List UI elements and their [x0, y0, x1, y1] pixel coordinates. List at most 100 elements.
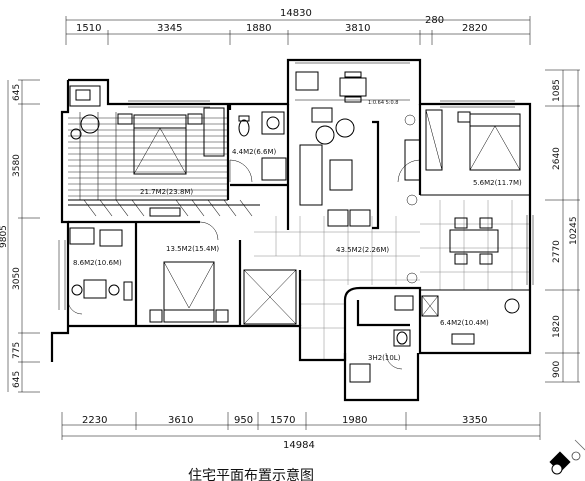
wardrobe: [425, 109, 443, 171]
wash-basin: [261, 111, 285, 135]
sofa: [299, 144, 323, 206]
overall-width-bottom: 14984: [283, 440, 315, 451]
study-table: [83, 279, 107, 299]
corridor-cabinet: [149, 207, 181, 217]
dim-left-3: 3050: [12, 267, 22, 290]
room-area-master: 21.7M2(23.8M): [140, 188, 193, 196]
room-area-study: 8.6M2(10.6M): [73, 259, 122, 267]
dim-top-3: 1880: [246, 23, 271, 34]
room-area-bedroom3: 13.5M2(15.4M): [166, 245, 219, 253]
bathroom-1: [238, 111, 287, 181]
dining: [449, 217, 499, 265]
nightstand: [117, 113, 133, 125]
windows: [58, 62, 534, 310]
toilet: [393, 329, 411, 347]
master-bedroom: [69, 85, 225, 217]
room-area-bath1: 4.4M2(6.6M): [232, 148, 277, 156]
dim-bottom-5: 1980: [342, 415, 367, 426]
bedroom-3: [149, 261, 297, 325]
nightstand: [215, 309, 229, 323]
chair: [479, 253, 493, 265]
dim-left-1: 645: [12, 84, 22, 101]
plant-icon: [406, 194, 418, 206]
dim-right-1: 1085: [552, 79, 562, 102]
chair: [108, 284, 120, 296]
dim-top-4: 3810: [345, 23, 370, 34]
side-chair: [335, 118, 355, 138]
sink: [394, 295, 414, 311]
dim-left-5: 645: [12, 371, 22, 388]
dim-right-3: 2770: [552, 240, 562, 263]
side-chair: [315, 125, 335, 145]
top-dimension-chain: 14830 1510 3345 1880 3810 280 2820: [65, 8, 531, 45]
armchair: [327, 209, 349, 227]
dim-bottom-4: 1570: [270, 415, 295, 426]
overall-width-top: 14830: [280, 8, 312, 19]
nightstand: [149, 309, 163, 323]
room-labels: 21.7M2(23.8M) 4.4M2(6.6M) 5.6M2(11.7M) 8…: [73, 100, 522, 362]
stove: [451, 333, 475, 345]
wardrobe: [243, 269, 297, 325]
plant-icon: [404, 114, 416, 126]
living-tile-grid: [254, 200, 530, 360]
walls: [50, 58, 532, 402]
washing-machine: [295, 71, 319, 91]
chair: [479, 217, 493, 229]
armchair: [80, 114, 100, 134]
armchair: [349, 209, 371, 227]
desk: [69, 227, 95, 245]
room-area-kitchen: 6.4M2(10.4M): [440, 319, 489, 327]
vanity-cabinet: [69, 85, 101, 107]
dim-bottom-1: 2230: [82, 415, 107, 426]
room-area-balcony: 1:0.64 5:0.8: [368, 100, 398, 106]
wardrobe: [203, 107, 225, 157]
dim-top-1: 1510: [76, 23, 101, 34]
balcony-table: [339, 77, 367, 97]
dim-right-4: 1820: [552, 315, 562, 338]
bathroom-2: [349, 329, 411, 383]
living-room: [299, 107, 421, 284]
room-area-living: 43.5M2(2.26M): [336, 246, 389, 254]
dining-table: [449, 229, 499, 253]
chair: [454, 217, 468, 229]
right-dimension-chain: 1085 2640 2770 1820 900 10245: [545, 69, 580, 383]
chair: [504, 298, 520, 314]
dim-right-2: 2640: [552, 147, 562, 170]
bottom-dimension-chain: 2230 3610 950 1570 1980 3350 14984: [61, 412, 541, 451]
tv-cabinet: [404, 139, 421, 181]
overall-height-left: 9805: [0, 225, 9, 248]
plant-icon: [406, 272, 418, 284]
nightstand: [457, 111, 471, 123]
chair: [454, 253, 468, 265]
kitchen: [356, 295, 520, 345]
dim-left-2: 3580: [12, 154, 22, 177]
drawing-title: 住宅平面布置示意图: [188, 467, 314, 481]
door-swings: [67, 159, 421, 370]
bedroom-2: [425, 109, 521, 171]
bed: [469, 125, 521, 171]
left-dimension-chain: 645 3580 3050 775 645 9805: [0, 79, 40, 393]
coffee-table: [329, 159, 353, 191]
toilet: [238, 119, 250, 137]
chair: [71, 284, 83, 296]
dim-left-4: 775: [12, 342, 22, 359]
balcony: [295, 71, 367, 103]
dim-bottom-2: 3610: [168, 415, 193, 426]
compass-icon: [549, 439, 585, 475]
overall-height-right: 10245: [569, 216, 579, 245]
study: [69, 227, 133, 301]
fridge: [421, 295, 439, 317]
room-area-bath2: 3H2(10L): [368, 354, 401, 362]
room-area-bedroom2: 5.6M2(11.7M): [473, 179, 522, 187]
bed: [163, 261, 215, 311]
dim-top-5: 280: [425, 15, 444, 26]
shower-tray: [261, 157, 287, 181]
corner-table: [311, 107, 333, 123]
shower: [349, 363, 371, 383]
bookcase: [99, 229, 123, 247]
corridor-strip-floor: [83, 199, 253, 217]
dim-top-6: 2820: [462, 23, 487, 34]
dim-bottom-3: 950: [234, 415, 253, 426]
nightstand: [187, 113, 203, 125]
